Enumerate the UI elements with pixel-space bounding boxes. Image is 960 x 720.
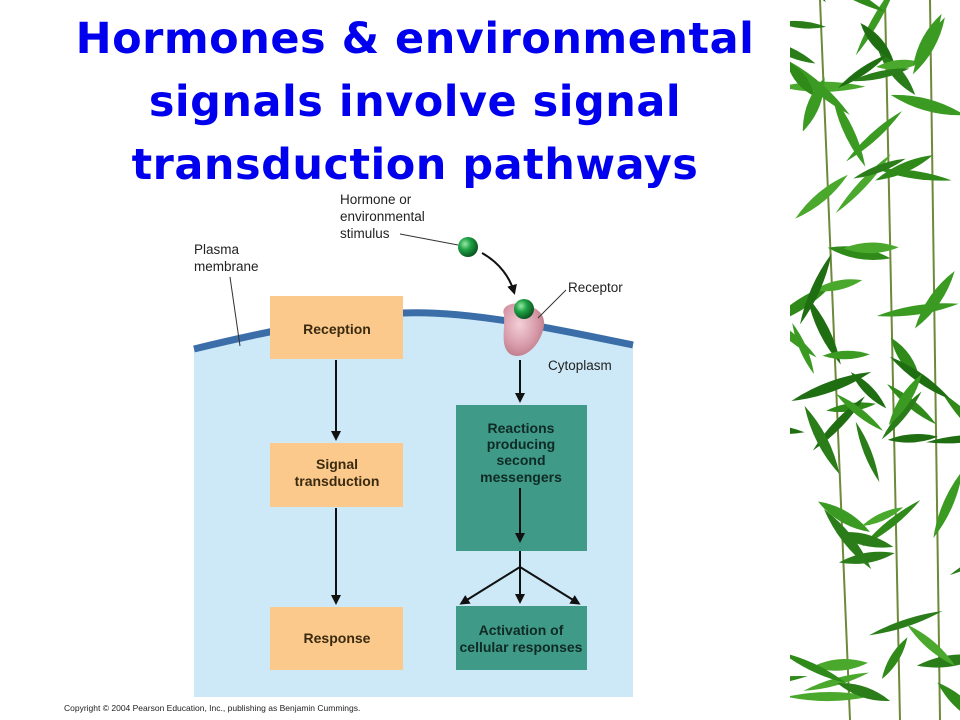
bamboo-leaf [861,507,904,527]
bamboo-stem [884,0,901,720]
bamboo-leaf [941,392,960,458]
reception-label: Reception [303,321,371,337]
reactions-label-3: second [496,452,545,468]
bamboo-leaf [802,77,825,132]
bamboo-leaf [881,391,922,440]
bamboo-leaf [881,637,908,680]
bamboo-decoration [790,0,960,720]
bamboo-leaf [836,393,884,431]
reactions-label-1: Reactions [488,420,555,436]
reactions-box [456,405,587,551]
bamboo-leaf [838,54,888,88]
bamboo-leaf [949,534,960,576]
bamboo-leaf [914,270,955,329]
bound-hormone-molecule-icon [514,299,534,319]
bamboo-leaf [814,0,886,13]
cytoplasm-label: Cytoplasm [548,358,612,373]
bamboo-leaf [818,501,870,532]
bamboo-leaf [860,22,894,62]
bamboo-stem [929,0,941,720]
bamboo-leaf [876,59,921,70]
bamboo-leaf [790,39,816,64]
bamboo-leaf [790,20,827,29]
reactions-label-2: producing [487,436,555,452]
bamboo-leaf [853,158,906,179]
stimulus-label-3: stimulus [340,226,390,241]
bamboo-leaf [868,610,943,636]
activation-box [456,606,587,670]
bamboo-leaf [790,424,805,435]
response-box [270,607,403,670]
hormone-molecule-icon [458,237,478,257]
bamboo-leaf [836,532,894,548]
bamboo-stem [819,0,851,720]
bamboo-leaf [851,68,910,82]
bamboo-leaf [888,374,922,425]
bamboo-leaf [933,470,960,539]
stimulus-label-1: Hormone or [340,192,412,207]
title-line-2: signals involve signal [148,77,682,127]
bamboo-leaf [890,94,960,116]
bamboo-leaf [862,499,921,547]
receptor-label: Receptor [568,280,623,295]
bamboo-leaf [800,253,832,325]
arrow-branch-left [459,566,521,605]
bamboo-leaf [855,421,880,483]
stimulus-leader-line [399,233,459,246]
bamboo-leaf [790,0,826,3]
bamboo-leaf [855,0,898,56]
signal-label-2: transduction [295,473,380,489]
slide-title: Hormones & environmental signals involve… [40,8,790,197]
bamboo-leaf [876,303,959,317]
bamboo-leaf [791,371,872,401]
bamboo-leaf [813,279,863,292]
title-line-3: transduction pathways [131,140,699,190]
bamboo-leaf [907,624,956,667]
bamboo-leaf [792,322,815,375]
title-line-1: Hormones & environmental [75,14,755,64]
bamboo-leaf [822,350,870,360]
bamboo-leaf [807,296,841,365]
bamboo-leaf [926,434,960,444]
bamboo-leaf [827,246,891,260]
bamboo-leaf [837,683,891,701]
bamboo-leaf [790,60,815,97]
bamboo-leaf [875,155,933,181]
response-label: Response [304,630,371,646]
arrow-branch-right [519,566,581,605]
plasma-label-1: Plasma [194,242,240,257]
receptor-leader-line [537,289,567,319]
copyright-text: Copyright © 2004 Pearson Education, Inc.… [64,703,361,713]
stimulus-label-2: environmental [340,209,425,224]
reception-box [270,296,403,359]
signal-label-1: Signal [316,456,358,472]
bamboo-leaf [843,242,899,254]
bamboo-leaf [887,434,938,443]
plasma-leader-line [229,276,241,347]
activation-label-1: Activation of [479,622,564,638]
reactions-label-4: messengers [480,469,562,485]
receptor-icon [503,303,545,356]
bamboo-leaf [937,682,960,720]
bamboo-leaf [850,372,887,409]
bamboo-leaf [790,691,872,702]
activation-label-2: cellular responses [460,639,583,655]
bamboo-leaf [838,551,895,564]
bamboo-leaf [790,652,847,684]
signal-transduction-box [270,443,403,507]
bamboo-leaf [912,17,945,75]
arrow-hormone-to-receptor [481,252,517,295]
bamboo-leaf [804,405,840,475]
plasma-label-2: membrane [194,259,259,274]
bamboo-leaf [832,96,866,167]
bamboo-leaf [790,676,808,689]
bamboo-leaf [803,672,870,691]
bamboo-leaf [812,659,868,671]
bamboo-leaf [795,174,848,219]
